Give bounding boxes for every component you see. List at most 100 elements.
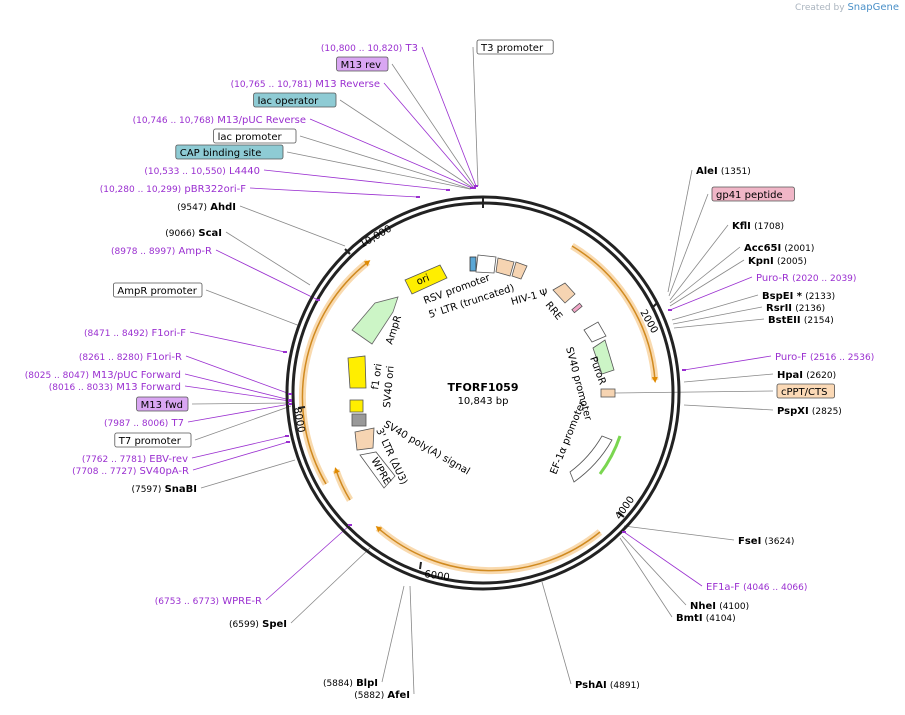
leader-t3prom (472, 46, 479, 187)
primer-mark-ebv (285, 435, 289, 437)
label-cppt[interactable]: cPPT/CTS (776, 383, 835, 399)
label-name-puro-r: Puro-R (756, 273, 789, 284)
label-ahdi[interactable]: (9547) AhdI (177, 202, 236, 213)
label-name-bsteii: BstEII (768, 315, 801, 326)
label-m13rev[interactable]: M13 rev (336, 56, 389, 72)
label-text-kfli: KflI (1708) (732, 221, 784, 232)
label-text-l4440: (10,533 .. 10,550) L4440 (144, 166, 260, 177)
label-pos-t3: (10,800 .. 10,820) (321, 44, 402, 54)
label-pspxi[interactable]: PspXI (2825) (777, 406, 842, 417)
label-afei[interactable]: (5882) AfeI (354, 690, 410, 701)
label-f1ori-r[interactable]: (8261 .. 8280) F1ori-R (79, 352, 182, 363)
label-bspei[interactable]: BspEI * (2133) (762, 291, 835, 302)
label-hpai[interactable]: HpaI (2620) (777, 370, 836, 381)
label-m13fwd-p[interactable]: (8016 .. 8033) M13 Forward (49, 382, 181, 393)
feature-ampr[interactable] (351, 296, 399, 345)
feature-wpre[interactable] (359, 451, 396, 489)
feature-hiv[interactable] (495, 257, 515, 277)
tick-6000: 6000 (424, 569, 451, 583)
label-lacprom[interactable]: lac promoter (213, 128, 297, 144)
label-ampr-p[interactable]: (8978 .. 8997) Amp-R (111, 246, 212, 257)
leader-rsrii (672, 306, 763, 325)
label-snabi[interactable]: (7597) SnaBI (131, 484, 197, 495)
label-t3[interactable]: (10,800 .. 10,820) T3 (321, 43, 418, 54)
label-box-gp41 (711, 186, 795, 202)
feature-f1ori[interactable] (347, 355, 367, 389)
label-pos-rsrii: (2136) (795, 304, 825, 314)
label-alei[interactable]: AleI (1351) (696, 166, 751, 177)
label-f1ori-f[interactable]: (8471 .. 8492) F1ori-F (84, 328, 186, 339)
label-rsrii[interactable]: RsrII (2136) (766, 303, 825, 314)
label-ef1a-f[interactable]: EF1a-F (4046 .. 4066) (706, 582, 807, 593)
label-kpni[interactable]: KpnI (2005) (748, 256, 807, 267)
feature-rsv[interactable] (469, 256, 477, 272)
leader-f1ori-r (185, 355, 291, 395)
label-ampr-prom[interactable]: AmpR promoter (113, 282, 203, 298)
label-m13fwd[interactable]: M13 fwd (136, 396, 189, 412)
label-kfli[interactable]: KflI (1708) (732, 221, 784, 232)
label-pshai[interactable]: PshAI (4891) (575, 680, 640, 691)
label-t7[interactable]: (7987 .. 8006) T7 (104, 418, 184, 429)
label-scai[interactable]: (9066) ScaI (165, 228, 222, 239)
label-name-ef1a-f: EF1a-F (706, 582, 740, 593)
label-text-m13reverse: (10,765 .. 10,781) M13 Reverse (231, 79, 380, 90)
label-box-t3prom (476, 39, 554, 55)
label-pos-fsei: (3624) (764, 537, 794, 547)
feature-rre[interactable] (552, 282, 576, 304)
feature-5ltr[interactable] (475, 254, 497, 274)
label-puro-f[interactable]: Puro-F (2516 .. 2536) (775, 352, 874, 363)
label-bmti[interactable]: BmtI (4104) (676, 613, 736, 624)
feature-ef1a[interactable] (569, 435, 613, 483)
feature-cppt[interactable] (600, 388, 616, 398)
primer-mark-l4440 (446, 189, 450, 191)
feature-sv40ori[interactable] (349, 399, 364, 413)
label-ebv[interactable]: (7762 .. 7781) EBV-rev (82, 454, 188, 465)
feature-sv40pa[interactable] (351, 413, 367, 427)
label-gp41[interactable]: gp41 peptide (711, 186, 795, 202)
label-l4440[interactable]: (10,533 .. 10,550) L4440 (144, 166, 260, 177)
label-bsteii[interactable]: BstEII (2154) (768, 315, 834, 326)
feature-hiv2[interactable] (511, 261, 528, 280)
label-pbr322[interactable]: (10,280 .. 10,299) pBR322ori-F (100, 184, 247, 195)
label-pos-blpi: (5884) (323, 679, 353, 689)
feature-gp41[interactable] (571, 302, 583, 314)
label-m13puc-fwd[interactable]: (8025 .. 8047) M13/pUC Forward (25, 370, 181, 381)
label-acc65i[interactable]: Acc65I (2001) (744, 243, 814, 254)
label-t3prom[interactable]: T3 promoter (476, 39, 554, 55)
primer-mark-puro-r (668, 309, 672, 311)
leader-m13puc-fwd (184, 373, 291, 401)
label-text-scai: (9066) ScaI (165, 228, 222, 239)
label-blpi[interactable]: (5884) BlpI (323, 678, 378, 689)
label-wpre-r[interactable]: (6753 .. 6773) WPRE-R (155, 596, 262, 607)
label-lacop[interactable]: lac operator (253, 92, 337, 108)
label-pos-acc65i: (2001) (784, 244, 814, 254)
label-puro-r[interactable]: Puro-R (2020 .. 2039) (756, 273, 856, 284)
label-fsei[interactable]: FseI (3624) (738, 536, 794, 547)
label-cap[interactable]: CAP binding site (175, 144, 284, 160)
label-pos-pshai: (4891) (610, 681, 640, 691)
leader-alei (667, 169, 693, 293)
label-m13reverse[interactable]: (10,765 .. 10,781) M13 Reverse (231, 79, 380, 90)
label-text-pshai: PshAI (4891) (575, 680, 640, 691)
primer-mark-t3 (474, 185, 478, 187)
feature-puror[interactable] (592, 339, 615, 375)
feature-3ltr[interactable] (354, 427, 375, 451)
label-name-m13reverse: M13 Reverse (315, 79, 380, 90)
label-text-t3: (10,800 .. 10,820) T3 (321, 43, 418, 54)
label-rre: RRE (543, 300, 564, 323)
leader-lines (184, 46, 774, 695)
label-m13puc-rev[interactable]: (10,746 .. 10,768) M13/pUC Reverse (133, 115, 306, 126)
label-nhei[interactable]: NheI (4100) (690, 601, 749, 612)
label-box-t7prom (114, 432, 192, 448)
feature-ori[interactable] (404, 264, 448, 295)
label-name-alei: AleI (696, 166, 718, 177)
label-pos-bspei: (2133) (805, 292, 835, 302)
label-text-bsteii: BstEII (2154) (768, 315, 834, 326)
feature-sv40p-box[interactable] (583, 321, 607, 343)
label-t7prom[interactable]: T7 promoter (114, 432, 192, 448)
label-f1ori: f1 ori (370, 363, 385, 390)
label-sv40pa[interactable]: (7708 .. 7727) SV40pA-R (72, 466, 189, 477)
label-name-l4440: L4440 (229, 166, 260, 177)
label-spei[interactable]: (6599) SpeI (229, 619, 287, 630)
